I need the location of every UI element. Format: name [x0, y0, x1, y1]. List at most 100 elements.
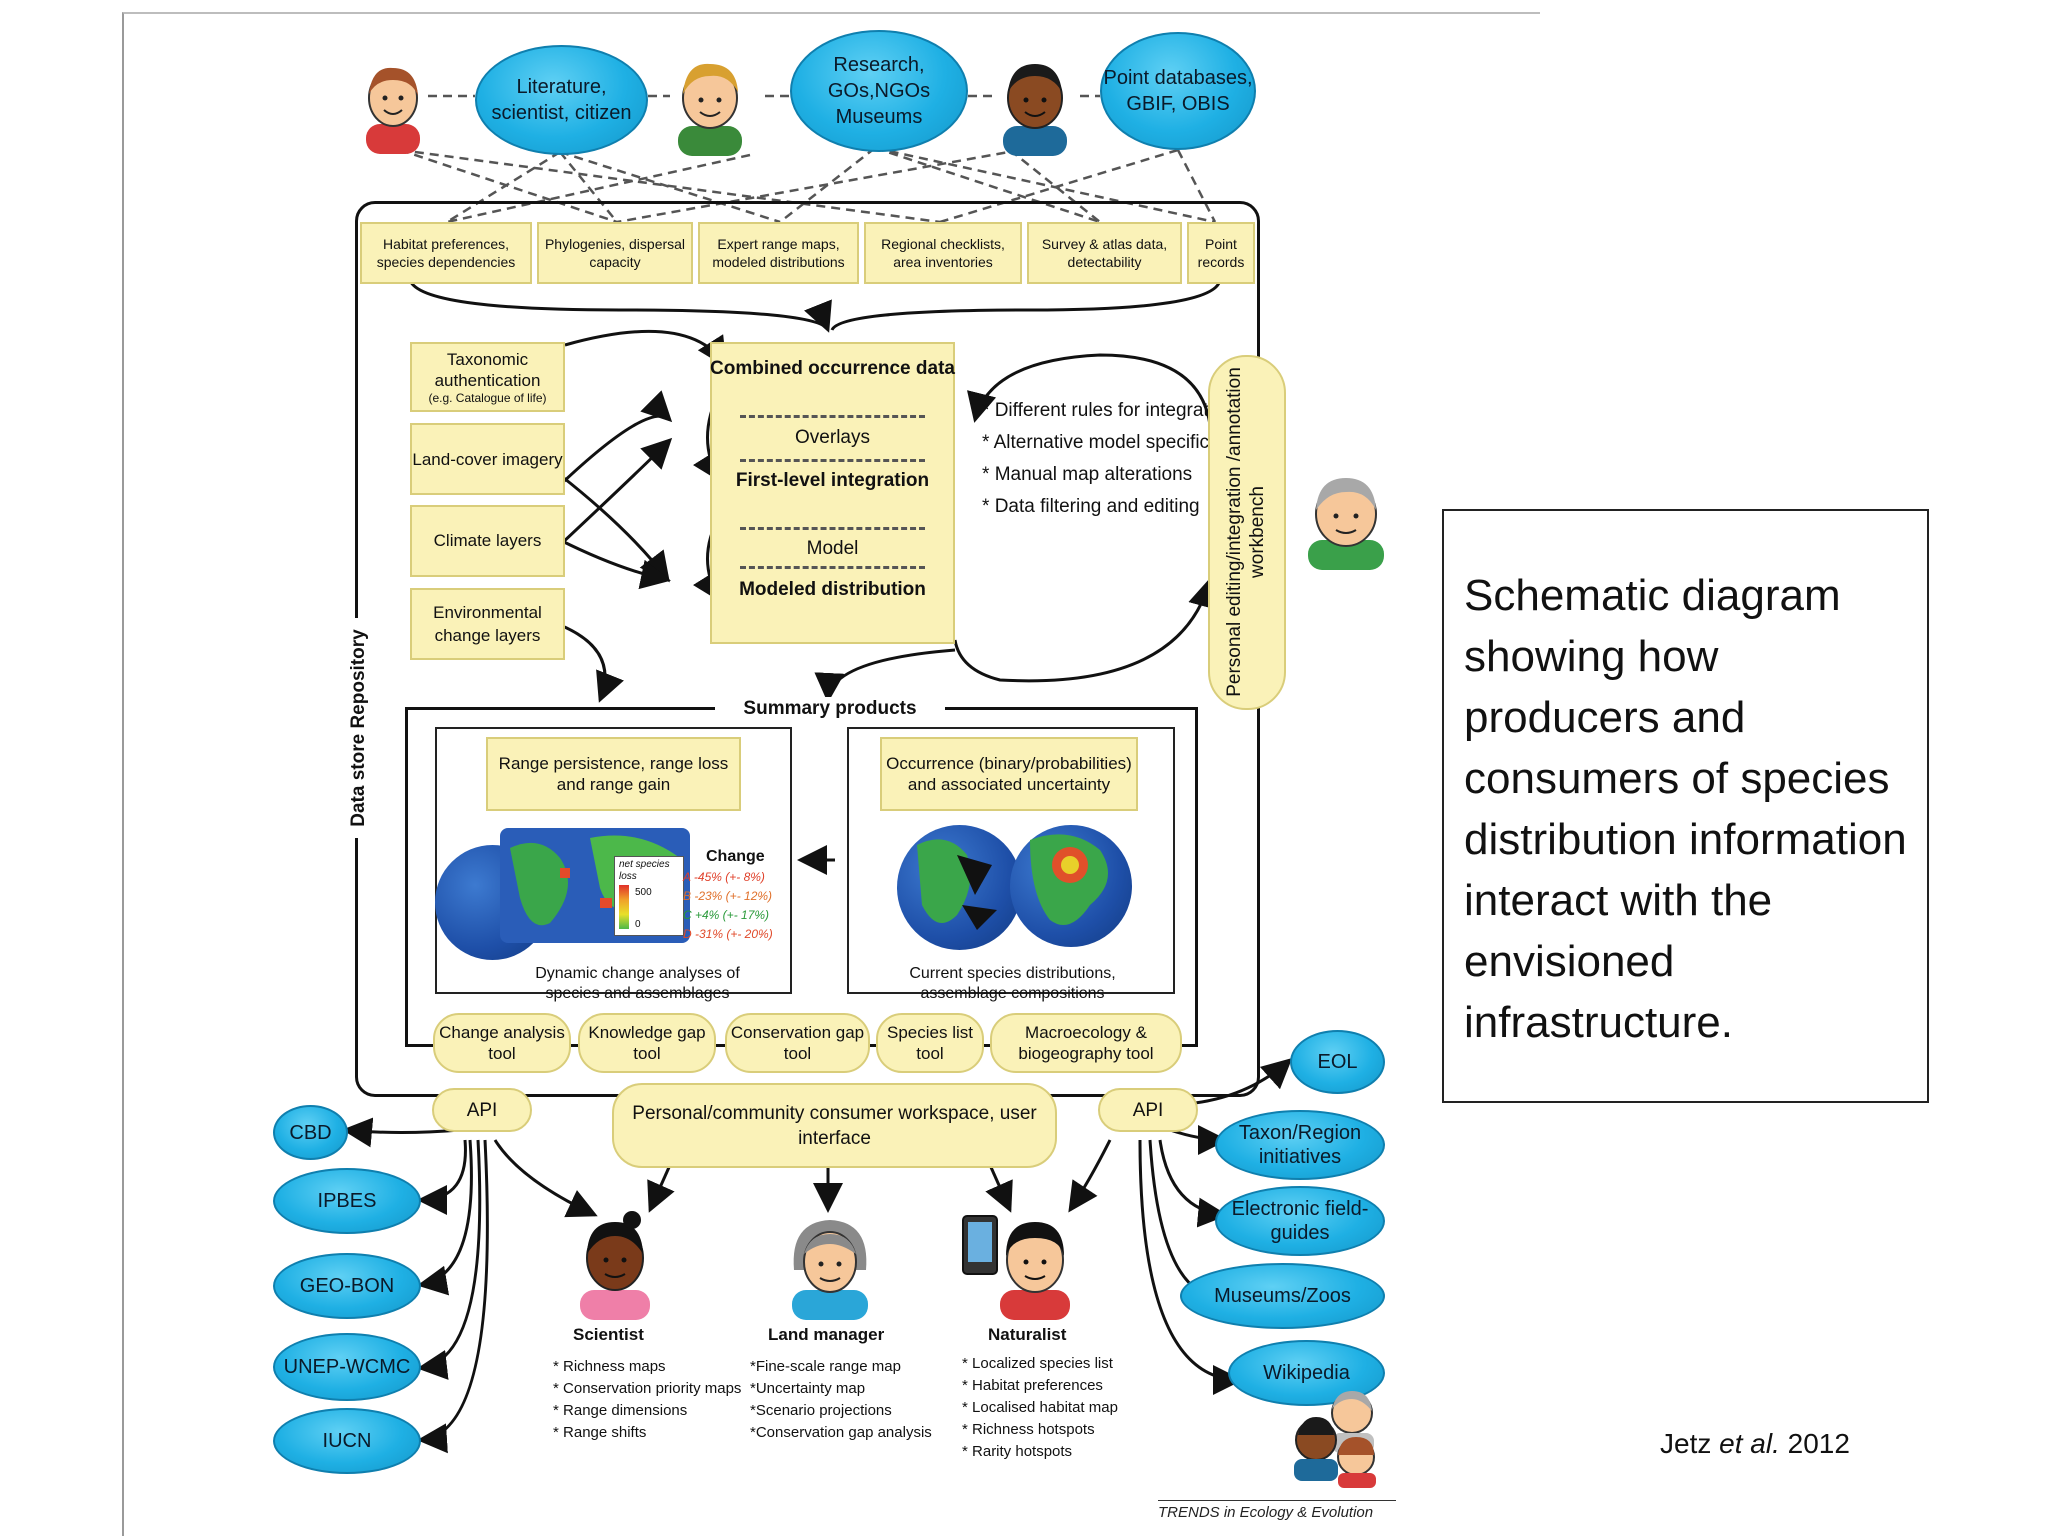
- land-manager-list: *Fine-scale range map *Uncertainty map *…: [750, 1356, 932, 1444]
- citation: Jetz et al. 2012: [1660, 1428, 1850, 1460]
- naturalist-item: * Richness hotspots: [962, 1421, 1095, 1438]
- naturalist-item: * Rarity hotspots: [962, 1443, 1073, 1460]
- dynamic-change-panel: [435, 727, 792, 994]
- core-modeled: Modeled distribution: [739, 579, 926, 600]
- change-row-b: B -23% (+- 12%): [683, 889, 773, 903]
- journal-label: TRENDS in Ecology & Evolution: [1158, 1504, 1374, 1521]
- range-persistence-box: Range persistence, range loss and range …: [486, 737, 741, 811]
- land-manager-item: *Conservation gap analysis: [750, 1424, 932, 1441]
- rule-item: * Manual map alterations: [982, 464, 1193, 485]
- data-type-survey: Survey & atlas data, detectability: [1027, 222, 1182, 284]
- producer-point-databases: Point databases, GBIF, OBIS: [1100, 32, 1256, 150]
- org-unep-wcmc: UNEP-WCMC: [273, 1333, 421, 1401]
- tool-species-list[interactable]: Species list tool: [876, 1013, 984, 1073]
- data-type-point-records: Point records: [1187, 222, 1255, 284]
- tool-change-analysis[interactable]: Change analysis tool: [433, 1013, 571, 1073]
- legend-0: 0: [635, 919, 641, 930]
- tool-knowledge-gap[interactable]: Knowledge gap tool: [578, 1013, 716, 1073]
- scientist-list: * Richness maps * Conservation priority …: [553, 1356, 741, 1444]
- input-taxonomic: Taxonomic authentication(e.g. Catalogue …: [410, 342, 565, 412]
- tool-conservation-gap[interactable]: Conservation gap tool: [725, 1013, 870, 1073]
- person-pink-icon: [570, 1210, 660, 1320]
- rule-item: * Alternative model specifications: [982, 432, 1260, 453]
- input-climate: Climate layers: [410, 505, 565, 577]
- core-overlays: Overlays: [795, 427, 870, 448]
- naturalist-list: * Localized species list * Habitat prefe…: [962, 1353, 1118, 1463]
- api-left[interactable]: API: [432, 1088, 532, 1132]
- legend-500: 500: [635, 887, 652, 898]
- phone-icon: [962, 1215, 998, 1275]
- core-first-level: First-level integration: [735, 470, 930, 491]
- land-manager-item: *Scenario projections: [750, 1402, 892, 1419]
- rule-item: * Different rules for integration: [982, 400, 1235, 421]
- api-right[interactable]: API: [1098, 1088, 1198, 1132]
- consumer-workspace[interactable]: Personal/community consumer workspace, u…: [612, 1083, 1057, 1168]
- caption-text: Schematic diagram showing how producers …: [1464, 571, 1907, 1047]
- consumer-scientist-title: Scientist: [573, 1325, 644, 1344]
- scientist-item: * Range shifts: [553, 1424, 647, 1441]
- org-field-guides: Electronic field-guides: [1215, 1186, 1385, 1256]
- person-blue-shirt-icon: [995, 56, 1075, 156]
- naturalist-item: * Habitat preferences: [962, 1377, 1103, 1394]
- core-model: Model: [806, 538, 859, 559]
- citation-year: 2012: [1787, 1428, 1850, 1459]
- consumer-land-manager-title: Land manager: [768, 1325, 885, 1344]
- core-panel: [710, 342, 955, 644]
- producer-research: Research, GOs,NGOs Museums: [790, 30, 968, 152]
- change-row-d: D -31% (+- 20%): [683, 927, 773, 941]
- person-red-shirt-icon: [360, 58, 426, 154]
- org-cbd: CBD: [273, 1105, 348, 1160]
- divider-4: [740, 566, 925, 569]
- phone-screen: [968, 1222, 992, 1262]
- occurrence-box: Occurrence (binary/probabilities) and as…: [880, 737, 1138, 811]
- land-manager-item: *Uncertainty map: [750, 1380, 866, 1397]
- naturalist-item: * Localized species list: [962, 1355, 1113, 1372]
- scientist-item: * Conservation priority maps: [553, 1380, 742, 1397]
- journal-rule: [1158, 1500, 1396, 1501]
- change-title: Change: [706, 848, 765, 865]
- org-wikipedia: Wikipedia: [1228, 1340, 1385, 1406]
- scientist-item: * Range dimensions: [553, 1402, 688, 1419]
- workbench-pill: [1208, 355, 1286, 710]
- person-elder-icon: [1300, 470, 1392, 570]
- org-taxon-region: Taxon/Region initiatives: [1215, 1110, 1385, 1180]
- divider-2: [740, 459, 925, 462]
- divider-3: [740, 527, 925, 530]
- dynamic-caption: Dynamic change analyses of species and a…: [535, 965, 740, 1002]
- consumer-naturalist-title: Naturalist: [988, 1325, 1067, 1344]
- family-icon: [1290, 1385, 1388, 1488]
- org-ipbes: IPBES: [273, 1168, 421, 1234]
- input-landcover: Land-cover imagery: [410, 423, 565, 495]
- divider-1: [740, 415, 925, 418]
- net-species-legend: net species loss 500 0: [614, 856, 684, 936]
- change-row-c: C +4% (+- 17%): [683, 908, 770, 922]
- caption-box: Schematic diagram showing how producers …: [1442, 509, 1929, 1103]
- person-grey-icon: [780, 1210, 880, 1320]
- data-type-phylogenies: Phylogenies, dispersal capacity: [537, 222, 693, 284]
- change-row-a: A -45% (+- 8%): [683, 870, 765, 884]
- rules-list: * Different rules for integration * Alte…: [982, 398, 1260, 520]
- input-envchange: Environmental change layers: [410, 588, 565, 660]
- org-eol: EOL: [1290, 1030, 1385, 1094]
- summary-title: Summary products: [715, 697, 945, 720]
- legend-gradient: [619, 885, 629, 929]
- current-distribution-panel: [847, 727, 1175, 994]
- current-caption: Current species distributions, assemblag…: [909, 965, 1116, 1002]
- globe-icon: [897, 825, 1022, 950]
- person-green-shirt-icon: [670, 56, 750, 156]
- figure-frame: [122, 12, 1540, 1536]
- data-type-habitat: Habitat preferences, species dependencie…: [360, 222, 532, 284]
- org-museums-zoos: Museums/Zoos: [1180, 1263, 1385, 1329]
- workbench-label: Personal editing/integration /annotation…: [1224, 367, 1268, 697]
- org-geo-bon: GEO-BON: [273, 1253, 421, 1319]
- data-type-expert-range: Expert range maps, modeled distributions: [698, 222, 859, 284]
- land-manager-item: *Fine-scale range map: [750, 1358, 901, 1375]
- core-combined: Combined occurrence data: [710, 358, 955, 379]
- naturalist-item: * Localised habitat map: [962, 1399, 1118, 1416]
- rule-item: * Data filtering and editing: [982, 496, 1200, 517]
- person-naturalist-icon: [990, 1210, 1080, 1320]
- tool-macroecology[interactable]: Macroecology & biogeography tool: [990, 1013, 1182, 1073]
- citation-author: Jetz: [1660, 1428, 1712, 1459]
- scientist-item: * Richness maps: [553, 1358, 666, 1375]
